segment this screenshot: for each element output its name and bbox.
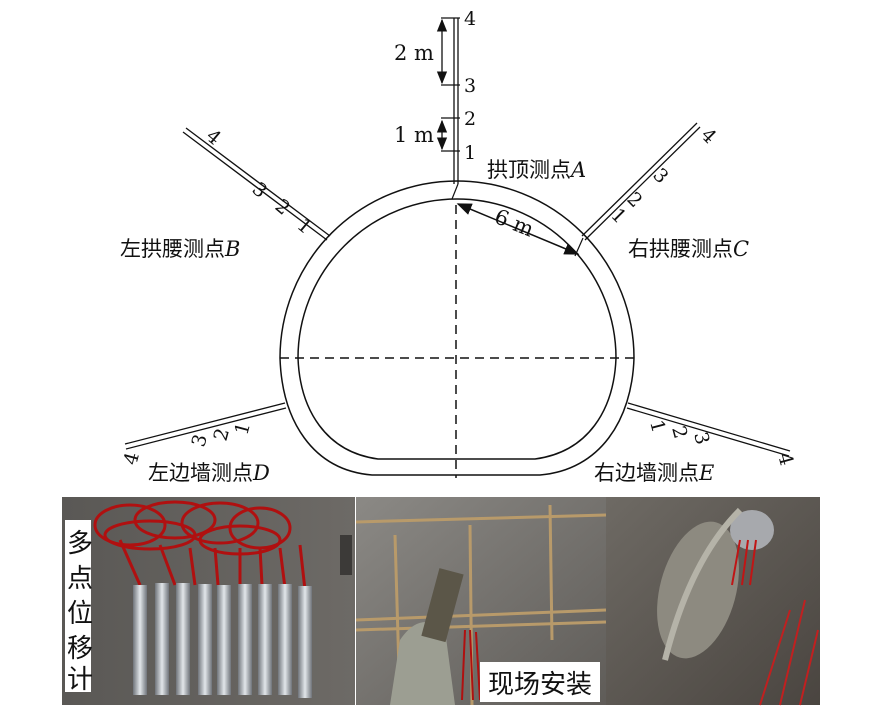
anchor-1-E: 1 — [645, 418, 669, 435]
caption-char: 多 — [67, 529, 93, 559]
caption-char: 移 — [67, 634, 93, 664]
anchor-3-A: 3 — [464, 75, 476, 97]
anchor-4-A: 4 — [464, 8, 476, 30]
label-D: 左边墙测点D — [148, 461, 270, 485]
label-E: 右边墙测点E — [594, 461, 714, 485]
label-B: 左拱腰测点B — [120, 237, 240, 261]
anchor-2-E: 2 — [667, 424, 691, 441]
caption-site-installation: 现场安装 — [488, 670, 592, 700]
dimension-1m: 1 m — [394, 123, 434, 147]
anchor-1-A: 1 — [464, 142, 476, 164]
label-A: 拱顶测点A — [487, 158, 586, 182]
extensometer-C — [581, 122, 701, 241]
caption-char: 位 — [67, 599, 93, 629]
anchor-2-D: 2 — [210, 426, 234, 443]
anchor-3-E: 3 — [689, 430, 713, 447]
dimension-2m: 2 m — [394, 41, 434, 65]
anchor-4-D: 4 — [120, 450, 144, 467]
photo-site-installation-2 — [606, 497, 820, 706]
photo-extensometers: 多 点 位 移 计 — [62, 497, 355, 705]
tunnel-inner-lining — [297, 198, 617, 460]
tunnel-outer-lining — [279, 180, 635, 476]
extensometer-E — [626, 402, 791, 457]
extensometer-B — [182, 127, 331, 241]
extensometer-D — [124, 402, 287, 450]
anchor-1-D: 1 — [231, 420, 255, 437]
extensometer-A — [436, 17, 460, 184]
anchor-2-A: 2 — [464, 108, 476, 130]
anchor-3-D: 3 — [188, 432, 212, 449]
label-C: 右拱腰测点C — [628, 237, 749, 261]
photo-site-installation-1: 现场安装 — [355, 497, 607, 706]
caption-char: 计 — [67, 665, 93, 695]
anchor-4-B: 4 — [202, 125, 225, 150]
caption-char: 点 — [67, 564, 93, 594]
dimension-6m: 6 m — [491, 204, 537, 241]
anchor-3-B: 3 — [248, 178, 271, 203]
radius-arrow — [456, 203, 580, 255]
anchor-4-E: 4 — [773, 451, 797, 468]
